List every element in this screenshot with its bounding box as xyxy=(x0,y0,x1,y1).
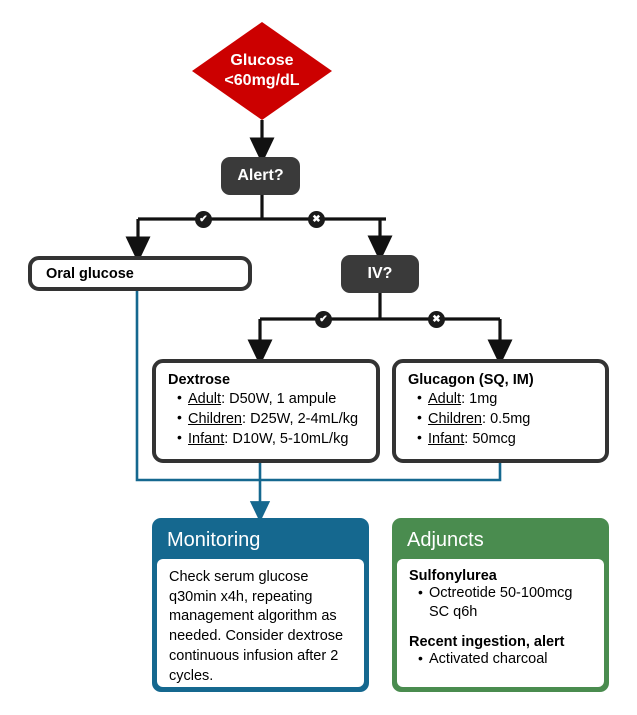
adjuncts-heading-sulfonylurea: Sulfonylurea xyxy=(409,568,497,584)
x-glyph: ✖ xyxy=(432,313,441,325)
glucagon-dose-list: Adult: 1mg Children: 0.5mg Infant: 50mcg xyxy=(408,388,595,449)
dose-value: 0.5mg xyxy=(490,411,531,427)
dose-value: 50mcg xyxy=(472,431,516,447)
check-glyph: ✔ xyxy=(319,313,328,325)
monitoring-title: Monitoring xyxy=(167,529,261,551)
dose-value: D25W, 2-4mL/kg xyxy=(250,411,359,427)
dose-label: Infant xyxy=(188,431,225,447)
dose-value: D50W, 1 ampule xyxy=(229,391,337,407)
treatment-box-dextrose: Dextrose Adult: D50W, 1 ampule Children:… xyxy=(152,359,380,463)
panel-adjuncts: Adjuncts Sulfonylurea Octreotide 50-100m… xyxy=(392,518,609,692)
dose-sep: : xyxy=(221,391,230,407)
check-glyph: ✔ xyxy=(199,213,208,225)
x-glyph: ✖ xyxy=(312,213,321,225)
dose-label: Children xyxy=(428,411,482,427)
dose-label: Infant xyxy=(428,431,465,447)
treatment-box-glucagon: Glucagon (SQ, IM) Adult: 1mg Children: 0… xyxy=(392,359,609,463)
list-item: Children: 0.5mg xyxy=(417,408,595,429)
decision-alert-label: Alert? xyxy=(237,167,284,184)
oral-glucose-label: Oral glucose xyxy=(46,265,134,282)
list-item: Infant: D10W, 5-10mL/kg xyxy=(177,428,366,449)
dose-sep: : xyxy=(461,391,470,407)
list-item: Adult: D50W, 1 ampule xyxy=(177,388,366,409)
edge-glucagon-to-monitoring xyxy=(260,463,502,482)
dose-sep: : xyxy=(464,431,473,447)
dose-sep: : xyxy=(482,411,491,427)
list-item: Children: D25W, 2-4mL/kg xyxy=(177,408,366,429)
dose-value: D10W, 5-10mL/kg xyxy=(232,431,349,447)
monitoring-body: Check serum glucose q30min x4h, repeatin… xyxy=(157,559,364,687)
list-item: Activated charcoal xyxy=(418,649,594,669)
list-item: Infant: 50mcg xyxy=(417,428,595,449)
check-circle-icon: ✔ xyxy=(315,311,332,328)
adjuncts-title: Adjuncts xyxy=(407,529,484,551)
adjuncts-list-sulfonylurea: Octreotide 50-100mcg SC q6h xyxy=(409,583,594,623)
dextrose-dose-list: Adult: D50W, 1 ampule Children: D25W, 2-… xyxy=(168,388,366,449)
dextrose-title: Dextrose xyxy=(168,372,231,388)
decision-node-iv[interactable]: IV? xyxy=(341,255,419,293)
dose-label: Adult xyxy=(428,391,462,407)
monitoring-text: Check serum glucose q30min x4h, repeatin… xyxy=(169,569,344,684)
dose-label: Adult xyxy=(188,391,222,407)
glucose-label-line1: Glucose xyxy=(230,52,294,70)
dose-value: 1mg xyxy=(469,391,498,407)
glucose-label-line2: <60mg/dL xyxy=(224,72,300,89)
treatment-box-oral-glucose: Oral glucose xyxy=(28,256,252,291)
dose-label: Children xyxy=(188,411,242,427)
decision-node-alert[interactable]: Alert? xyxy=(221,157,300,195)
glucose-threshold-node: Glucose <60mg/dL xyxy=(192,22,332,120)
decision-iv-label: IV? xyxy=(367,265,393,282)
list-item: Adult: 1mg xyxy=(417,388,595,409)
panel-monitoring: Monitoring Check serum glucose q30min x4… xyxy=(152,518,369,692)
x-circle-icon: ✖ xyxy=(308,211,325,228)
adjuncts-body: Sulfonylurea Octreotide 50-100mcg SC q6h… xyxy=(397,559,604,687)
dose-sep: : xyxy=(242,411,251,427)
x-circle-icon: ✖ xyxy=(428,311,445,328)
check-circle-icon: ✔ xyxy=(195,211,212,228)
adjuncts-list-recent-ingestion: Activated charcoal xyxy=(409,649,594,669)
glucagon-title: Glucagon (SQ, IM) xyxy=(408,372,534,388)
list-item: Octreotide 50-100mcg SC q6h xyxy=(418,583,594,623)
adjuncts-heading-recent-ingestion: Recent ingestion, alert xyxy=(409,633,565,650)
